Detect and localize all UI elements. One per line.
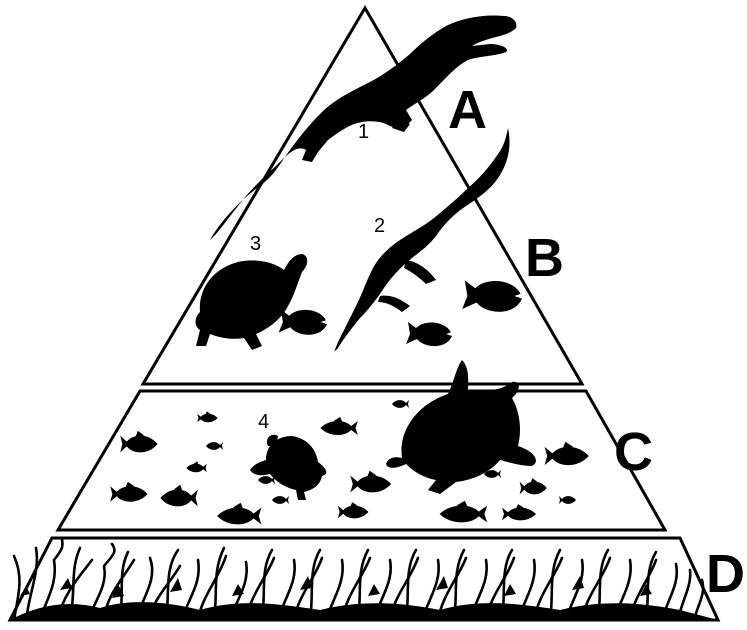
- level-label-a: A: [448, 80, 487, 140]
- small-turtle-icon: [250, 435, 326, 500]
- level-label-c: C: [614, 422, 653, 482]
- gharial-icon: [334, 128, 510, 352]
- organism-number-small-turtle: 4: [258, 411, 269, 433]
- vegetation-fill: [10, 576, 718, 620]
- fish-icon: [406, 322, 452, 346]
- level-label-b: B: [525, 228, 564, 288]
- piranha-icon: [462, 280, 522, 311]
- level-label-d: D: [706, 544, 745, 604]
- organism-number-crocodile: 1: [358, 121, 369, 143]
- organism-number-big-turtle: 4: [500, 441, 511, 463]
- organism-number-tortoise: 3: [250, 233, 261, 255]
- fish-icon: [279, 309, 327, 334]
- organism-number-gharial: 2: [374, 215, 385, 237]
- big-turtle-icon: [386, 360, 536, 494]
